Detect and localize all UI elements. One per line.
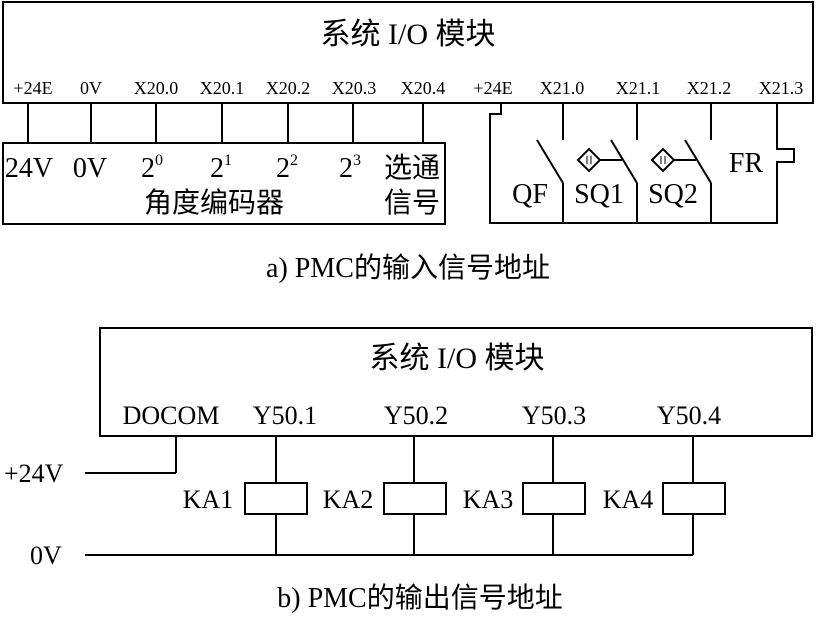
module-title-a: 系统 I/O 模块 xyxy=(321,18,496,51)
pin-label: X20.4 xyxy=(401,78,446,98)
relay-label-ka1: KA1 xyxy=(183,485,234,514)
pin-label-y50-1: Y50.1 xyxy=(253,401,317,430)
pin-label: X20.1 xyxy=(200,78,245,98)
sq1-sensor-icon xyxy=(576,147,602,173)
pin-label: X20.0 xyxy=(134,78,179,98)
select-signal-label-2: 信号 xyxy=(384,187,440,219)
supply-negative-label: 0V xyxy=(30,541,62,570)
pin-label: X21.2 xyxy=(687,78,732,98)
io-module-b xyxy=(99,327,813,437)
module-title-b: 系统 I/O 模块 xyxy=(370,342,545,375)
pin-label: X20.2 xyxy=(266,78,311,98)
relay-coil-ka1 xyxy=(244,482,308,515)
pin-label: X20.3 xyxy=(332,78,377,98)
relay-coil-ka3 xyxy=(522,482,586,515)
relay-label-ka4: KA4 xyxy=(603,485,654,514)
encoder-24v-label: 24V xyxy=(5,153,53,184)
switch-label-sq1: SQ1 xyxy=(574,179,624,210)
relay-label-ka3: KA3 xyxy=(463,485,514,514)
sq2-contact xyxy=(684,139,712,184)
encoder-wires xyxy=(27,103,424,143)
output-diagram: 系统 I/O 模块 DOCOM Y50.1 Y50.2 Y50.3 Y50.4 … xyxy=(4,327,813,614)
relay-coil-ka4 xyxy=(662,482,726,515)
encoder-0v-label: 0V xyxy=(73,153,107,184)
switch-label-fr: FR xyxy=(729,148,764,179)
encoder-bit-2: 22 xyxy=(276,152,298,184)
input-diagram: 系统 I/O 模块 +24E 0V X20.0 X20.1 X20.2 X20.… xyxy=(2,1,814,284)
pin-label-y50-3: Y50.3 xyxy=(522,401,586,430)
pin-label: 0V xyxy=(80,78,102,98)
angle-encoder-box xyxy=(2,142,446,225)
pin-label: X21.3 xyxy=(759,78,804,98)
encoder-name: 角度编码器 xyxy=(144,187,284,219)
qf-contact xyxy=(536,139,564,184)
pin-label-docom: DOCOM xyxy=(123,401,220,430)
switch-label-sq2: SQ2 xyxy=(648,179,698,210)
pin-label: +24E xyxy=(473,78,512,98)
io-module-a xyxy=(2,1,814,104)
caption-a: a) PMC的输入信号地址 xyxy=(266,252,550,284)
pin-label: +24E xyxy=(13,78,52,98)
pin-label-y50-2: Y50.2 xyxy=(384,401,448,430)
supply-positive-label: +24V xyxy=(4,459,64,488)
sq2-sensor-icon xyxy=(650,147,676,173)
select-signal-label: 选通 xyxy=(384,152,440,184)
relay-label-ka2: KA2 xyxy=(323,485,374,514)
sq1-contact xyxy=(610,139,638,184)
encoder-bit-0: 20 xyxy=(141,152,163,184)
caption-b: b) PMC的输出信号地址 xyxy=(277,582,562,614)
pin-label: X21.1 xyxy=(616,78,661,98)
switch-label-qf: QF xyxy=(512,179,548,210)
encoder-bit-3: 23 xyxy=(339,152,361,184)
pin-label: X21.0 xyxy=(540,78,585,98)
switch-block xyxy=(489,103,795,224)
relay-coil-ka2 xyxy=(383,482,447,515)
encoder-bit-1: 21 xyxy=(210,152,232,184)
pin-label-y50-4: Y50.4 xyxy=(657,401,721,430)
